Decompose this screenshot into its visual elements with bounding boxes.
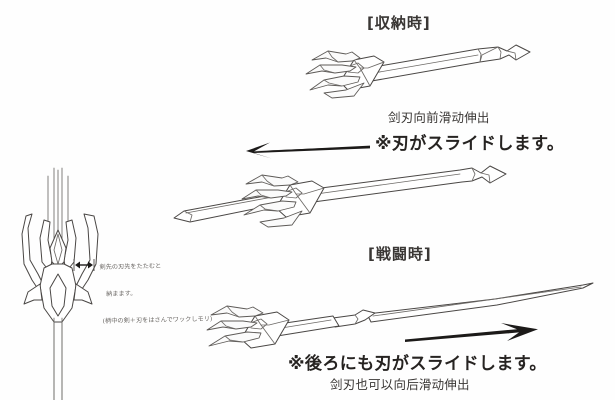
trident-weapon-retracted-icon xyxy=(302,38,534,100)
handwritten-annotation-line-3: (柄中の剣＋刃をはさんでワックしモリ) xyxy=(102,315,213,325)
right-arrow-icon xyxy=(405,323,540,347)
combat-state-label: [戦闘時] xyxy=(368,245,432,263)
left-arrow-icon xyxy=(218,138,370,162)
backward-slide-caption-cn: 剑刃也可以向后滑动伸出 xyxy=(330,377,470,392)
trident-weapon-blade-forward-icon xyxy=(172,165,517,235)
forward-slide-caption-jp: ※刃がスライドします。 xyxy=(375,134,565,154)
handwritten-annotation: 剣先の刃先をたたむと 納まます。 (柄中の剣＋刃をはさんでワックしモリ) xyxy=(99,243,213,344)
blade-guard-front-view-icon xyxy=(18,167,108,400)
backward-slide-caption-jp: ※後ろにも刃がスライドします。 xyxy=(288,354,547,374)
handwritten-annotation-line-2: 納まます。 xyxy=(105,290,137,298)
trident-weapon-blade-backward-icon xyxy=(205,282,595,350)
double-headed-arrow-icon xyxy=(73,258,95,272)
stowed-state-label: [収納時] xyxy=(367,14,431,32)
handwritten-annotation-line-1: 剣先の刃先をたたむと xyxy=(99,262,162,271)
forward-slide-caption-cn: 剑刃向前滑动伸出 xyxy=(388,110,490,125)
